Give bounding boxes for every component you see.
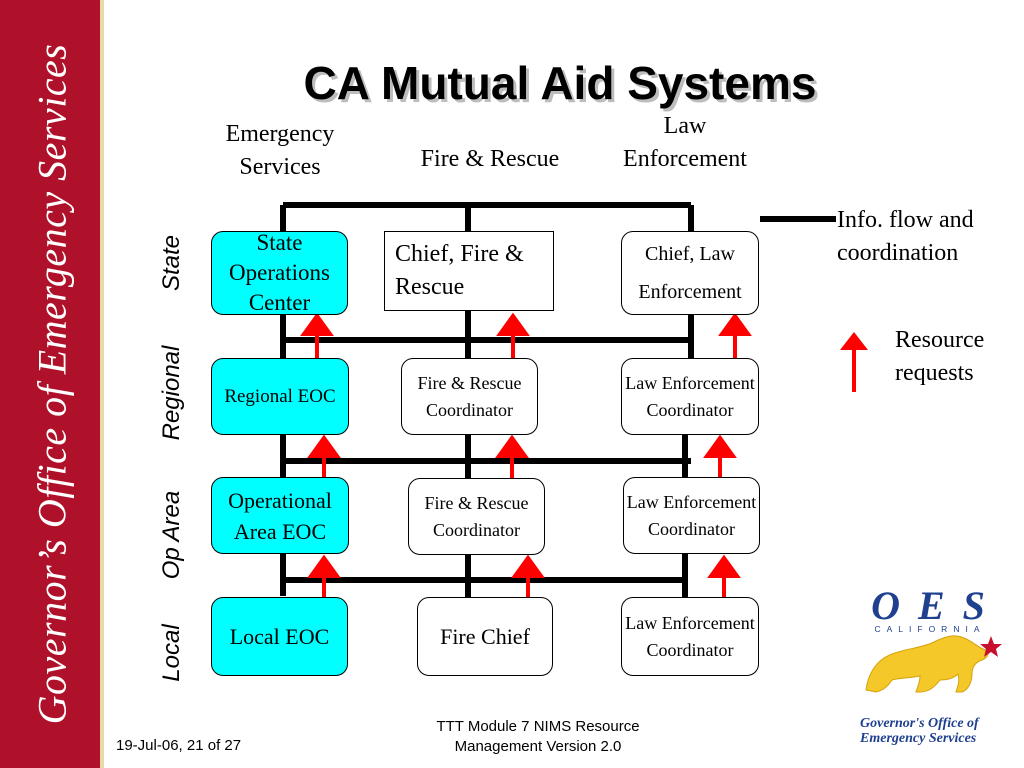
slide-title: CA Mutual Aid Systems <box>303 57 817 109</box>
sidebar-rule <box>100 0 104 768</box>
regional-eoc-label: Regional EOC <box>224 386 336 407</box>
california-bear-icon <box>865 635 989 693</box>
legend-resource-arrow-icon <box>840 332 868 392</box>
op-area-law-coordinator-box: Law Enforcement Coordinator <box>623 477 760 554</box>
op-area-law-coordinator-label: Law Enforcement Coordinator <box>626 491 757 539</box>
regional-fire-coordinator-box: Fire & Rescue Coordinator <box>401 358 538 435</box>
state-operations-center-box: State Operations Center <box>211 230 348 315</box>
local-eoc-box: Local EOC <box>211 597 348 676</box>
oes-logo-letters: O E S <box>871 583 989 628</box>
chief-law-enforcement-box: Chief, Law Enforcement <box>621 231 759 315</box>
oes-logo-state: CALIFORNIA <box>874 624 985 634</box>
oes-california-logo: O E S CALIFORNIA <box>858 583 1008 711</box>
fire-chief-box: Fire Chief <box>417 597 553 676</box>
legend-resource-requests-label: Resource requests <box>895 327 985 386</box>
local-eoc-label: Local EOC <box>229 624 330 649</box>
regional-law-coordinator-box: Law Enforcement Coordinator <box>621 358 759 435</box>
chief-law-enforcement-label: Chief, Law Enforcement <box>638 243 742 303</box>
state-operations-center-label: State Operations Center <box>229 230 330 315</box>
op-area-fire-coordinator-label: Fire & Rescue Coordinator <box>424 492 529 540</box>
op-area-fire-coordinator-box: Fire & Rescue Coordinator <box>408 478 545 555</box>
footer-module-title: TTT Module 7 NIMS Resource Management Ve… <box>436 718 640 755</box>
regional-fire-coordinator-label: Fire & Rescue Coordinator <box>417 372 522 420</box>
chief-fire-rescue-box: Chief, Fire & Rescue <box>384 231 554 311</box>
legend-info-flow-label: Info. flow and coordination <box>837 207 974 266</box>
fire-chief-label: Fire Chief <box>440 624 530 649</box>
local-law-coordinator-box: Law Enforcement Coordinator <box>621 597 759 676</box>
governors-office-logo-text: Governor's Office of Emergency Services <box>860 716 979 746</box>
operational-area-eoc-box: Operational Area EOC <box>211 477 349 554</box>
local-law-coordinator-label: Law Enforcement Coordinator <box>625 612 755 660</box>
column-header-fire: Fire & Rescue <box>420 146 560 172</box>
operational-area-eoc-label: Operational Area EOC <box>228 487 332 544</box>
sidebar-banner: Governor’s Office of Emergency Services <box>0 0 104 768</box>
column-header-emergency: Emergency Services <box>225 121 335 180</box>
star-icon <box>980 636 1002 657</box>
regional-eoc-box: Regional EOC <box>211 358 349 435</box>
chief-fire-rescue-label: Chief, Fire & Rescue <box>395 241 524 300</box>
legend-info-flow-line <box>760 216 836 222</box>
footer-date-page: 19-Jul-06, 21 of 27 <box>116 737 242 754</box>
regional-law-coordinator-label: Law Enforcement Coordinator <box>625 372 755 420</box>
column-header-law: Law Enforcement <box>623 113 747 172</box>
